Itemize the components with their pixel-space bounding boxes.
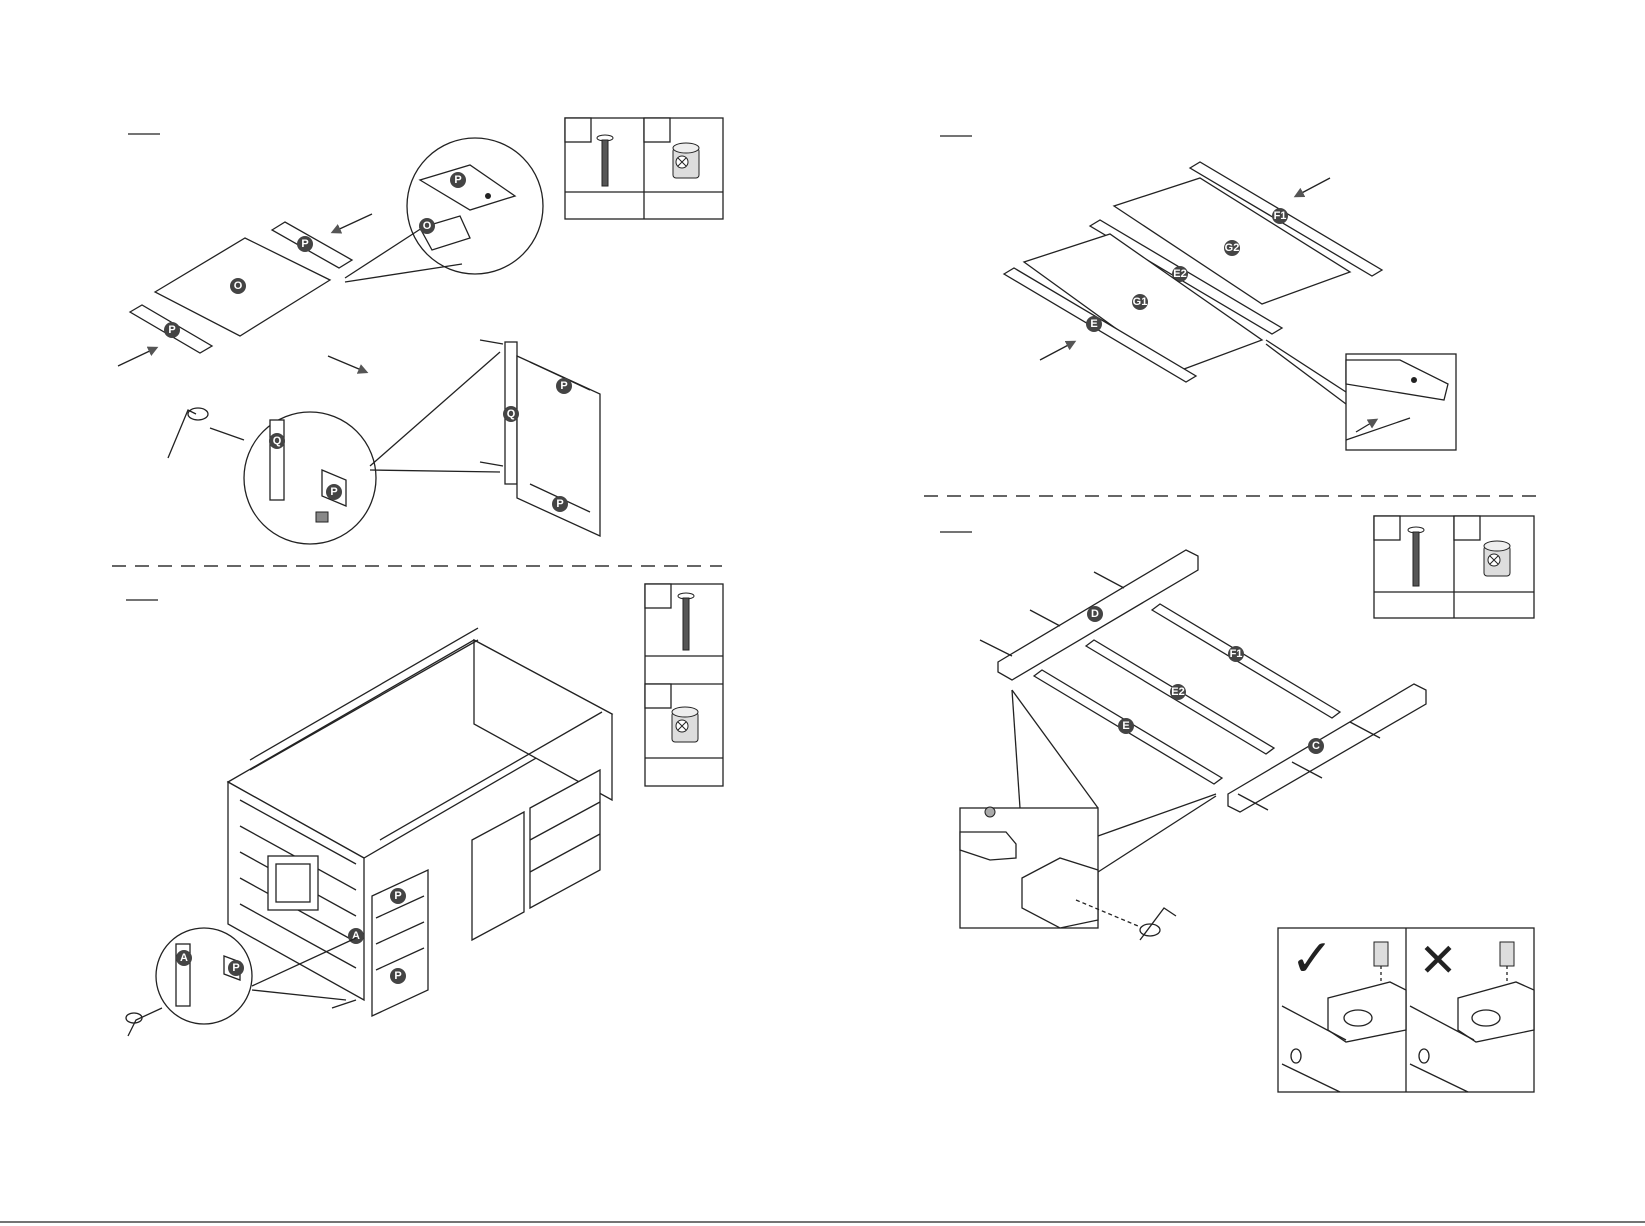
barrel-nut-icon (316, 512, 328, 522)
step-right-top: F1 G2 E2 G1 E (940, 136, 1456, 450)
svg-text:P: P (454, 174, 461, 186)
part-label-E: E (1118, 718, 1134, 734)
detail-label-O: O (419, 218, 435, 234)
detail-box-rail-slot (1266, 340, 1456, 450)
step-right-bottom: D F1 E2 E C (940, 516, 1534, 1092)
part-label-A: A (348, 928, 364, 944)
barrel-nut-icon (673, 143, 699, 178)
part-label-E: E (1086, 316, 1102, 332)
barrel-nut-icon (672, 707, 698, 742)
correct-vs-incorrect-box: ✓ ✕ (1278, 928, 1534, 1092)
part-label-G2: G2 (1224, 240, 1240, 256)
arrow-icon (1296, 178, 1330, 196)
part-label-P-upper: P (390, 888, 406, 904)
part-label-P-upper: P (297, 236, 313, 252)
svg-text:Q: Q (507, 408, 516, 420)
svg-text:P: P (560, 380, 567, 392)
detail-circle-bolt-joint: Q P (244, 352, 500, 544)
allen-key-icon (126, 1008, 162, 1036)
detail-label-P2: P (326, 484, 342, 500)
step-left-top: O P P P O Q P P (118, 118, 723, 544)
check-icon: ✓ (1290, 929, 1334, 989)
part-label-P-lower: P (164, 322, 180, 338)
svg-text:E2: E2 (1171, 686, 1184, 698)
part-label-Q: Q (503, 406, 519, 422)
detail-label-P: P (228, 960, 244, 976)
svg-text:G2: G2 (1225, 242, 1240, 254)
svg-text:F1: F1 (1230, 648, 1243, 660)
barrel-nut-icon (1484, 541, 1510, 576)
svg-text:O: O (423, 220, 432, 232)
svg-text:E: E (1122, 720, 1129, 732)
detail-box-bolt-joint (960, 690, 1216, 928)
svg-text:C: C (1312, 740, 1320, 752)
part-label-F1: F1 (1228, 646, 1244, 662)
part-label-G1: G1 (1132, 294, 1148, 310)
step-left-bottom: P A P A P (126, 584, 723, 1036)
bolt-icon (480, 462, 503, 466)
arrow-icon (1040, 342, 1074, 360)
arrow-icon (118, 348, 156, 366)
bolt-icon (1094, 572, 1124, 588)
part-label-D: D (1087, 606, 1103, 622)
part-label-F1: F1 (1272, 208, 1288, 224)
svg-text:Q: Q (273, 435, 282, 447)
side-panel (472, 812, 524, 940)
bolt-icon (480, 340, 503, 344)
bed-base-frame: D F1 E2 E C (980, 550, 1426, 812)
part-label-C: C (1308, 738, 1324, 754)
hardware-box-right-bottom (1374, 516, 1534, 618)
detail-label-A: A (176, 950, 192, 966)
svg-text:O: O (234, 280, 243, 292)
svg-text:P: P (330, 486, 337, 498)
svg-text:D: D (1091, 608, 1099, 620)
svg-text:G1: G1 (1133, 296, 1148, 308)
svg-text:P: P (168, 324, 175, 336)
svg-text:P: P (394, 890, 401, 902)
part-label-P-top: P (556, 378, 572, 394)
cross-icon: ✕ (1419, 933, 1458, 987)
part-label-O: O (230, 278, 246, 294)
svg-text:P: P (556, 498, 563, 510)
svg-text:E2: E2 (1173, 268, 1186, 280)
svg-text:A: A (180, 952, 188, 964)
bolt-icon (1030, 610, 1060, 626)
allen-key-icon (1140, 908, 1176, 940)
bolt-icon (980, 640, 1012, 656)
svg-text:E: E (1090, 318, 1097, 330)
allen-key-icon (168, 408, 244, 458)
svg-text:P: P (232, 962, 239, 974)
loft-bed-frame: P A P (228, 628, 612, 1016)
svg-text:F1: F1 (1274, 210, 1287, 222)
svg-text:P: P (394, 970, 401, 982)
arrow-icon (328, 356, 366, 372)
detail-circle-rail-slot: P O (345, 138, 543, 282)
svg-text:P: P (301, 238, 308, 250)
part-label-P-lower: P (390, 968, 406, 984)
end-frame-assembly: Q P P (480, 340, 600, 536)
part-label-E2: E2 (1170, 684, 1186, 700)
hardware-box-left-bottom (645, 584, 723, 786)
bolt-icon (332, 1000, 356, 1008)
part-label-P-bottom: P (552, 496, 568, 512)
hardware-box-left-top (565, 118, 723, 219)
arrow-icon (333, 214, 372, 232)
detail-label-P: P (450, 172, 466, 188)
svg-text:A: A (352, 930, 360, 942)
detail-label-Q: Q (269, 433, 285, 449)
